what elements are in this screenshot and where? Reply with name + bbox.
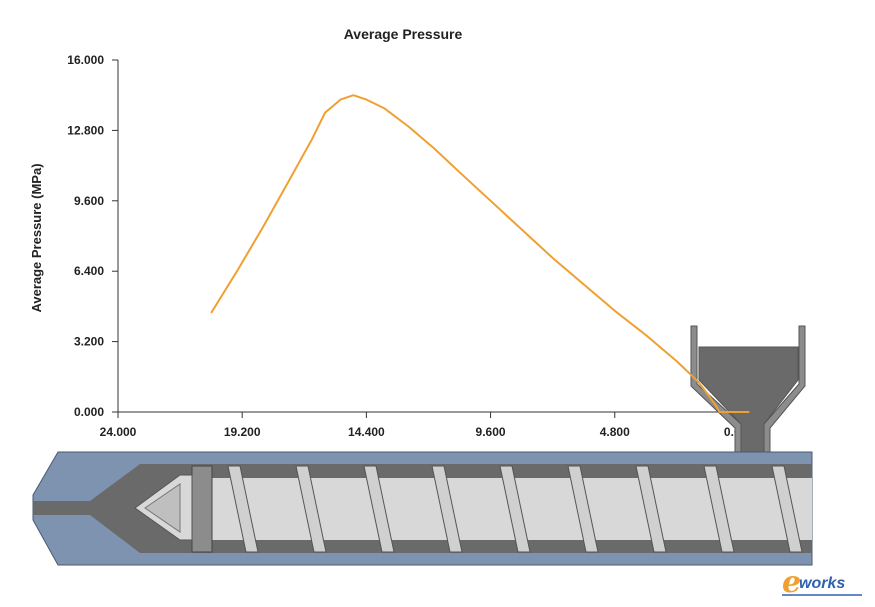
series-line-average-pressure	[210, 94, 750, 413]
screw-tip-inner	[144, 483, 181, 533]
y-tick-label: 9.600	[74, 194, 104, 208]
x-tick-label: 9.600	[476, 425, 506, 439]
y-axis-ticks: 0.000 3.200 6.400 9.600 12.800 16.000	[67, 53, 118, 419]
y-tick-label: 12.800	[67, 123, 104, 137]
watermark-mark: e	[782, 565, 801, 600]
y-tick-label: 16.000	[67, 53, 104, 67]
x-tick-label: 19.200	[224, 425, 261, 439]
watermark-logo: e works	[782, 565, 862, 600]
y-tick-label: 0.000	[74, 405, 104, 419]
x-tick-label: 14.400	[348, 425, 385, 439]
axes	[117, 60, 770, 413]
hopper-frame	[690, 325, 806, 453]
y-tick-label: 3.200	[74, 335, 104, 349]
injection-unit-illustration	[32, 325, 813, 566]
watermark-text: works	[799, 575, 845, 592]
plot-area	[210, 94, 750, 413]
x-tick-label: 4.800	[600, 425, 630, 439]
x-tick-label: 24.000	[100, 425, 137, 439]
screw-flights	[227, 465, 803, 553]
check-ring	[191, 465, 213, 553]
y-tick-label: 6.400	[74, 264, 104, 278]
nozzle-channel	[33, 501, 93, 515]
chart-title: Average Pressure	[344, 26, 463, 42]
y-axis-label: Average Pressure (MPa)	[29, 163, 44, 312]
